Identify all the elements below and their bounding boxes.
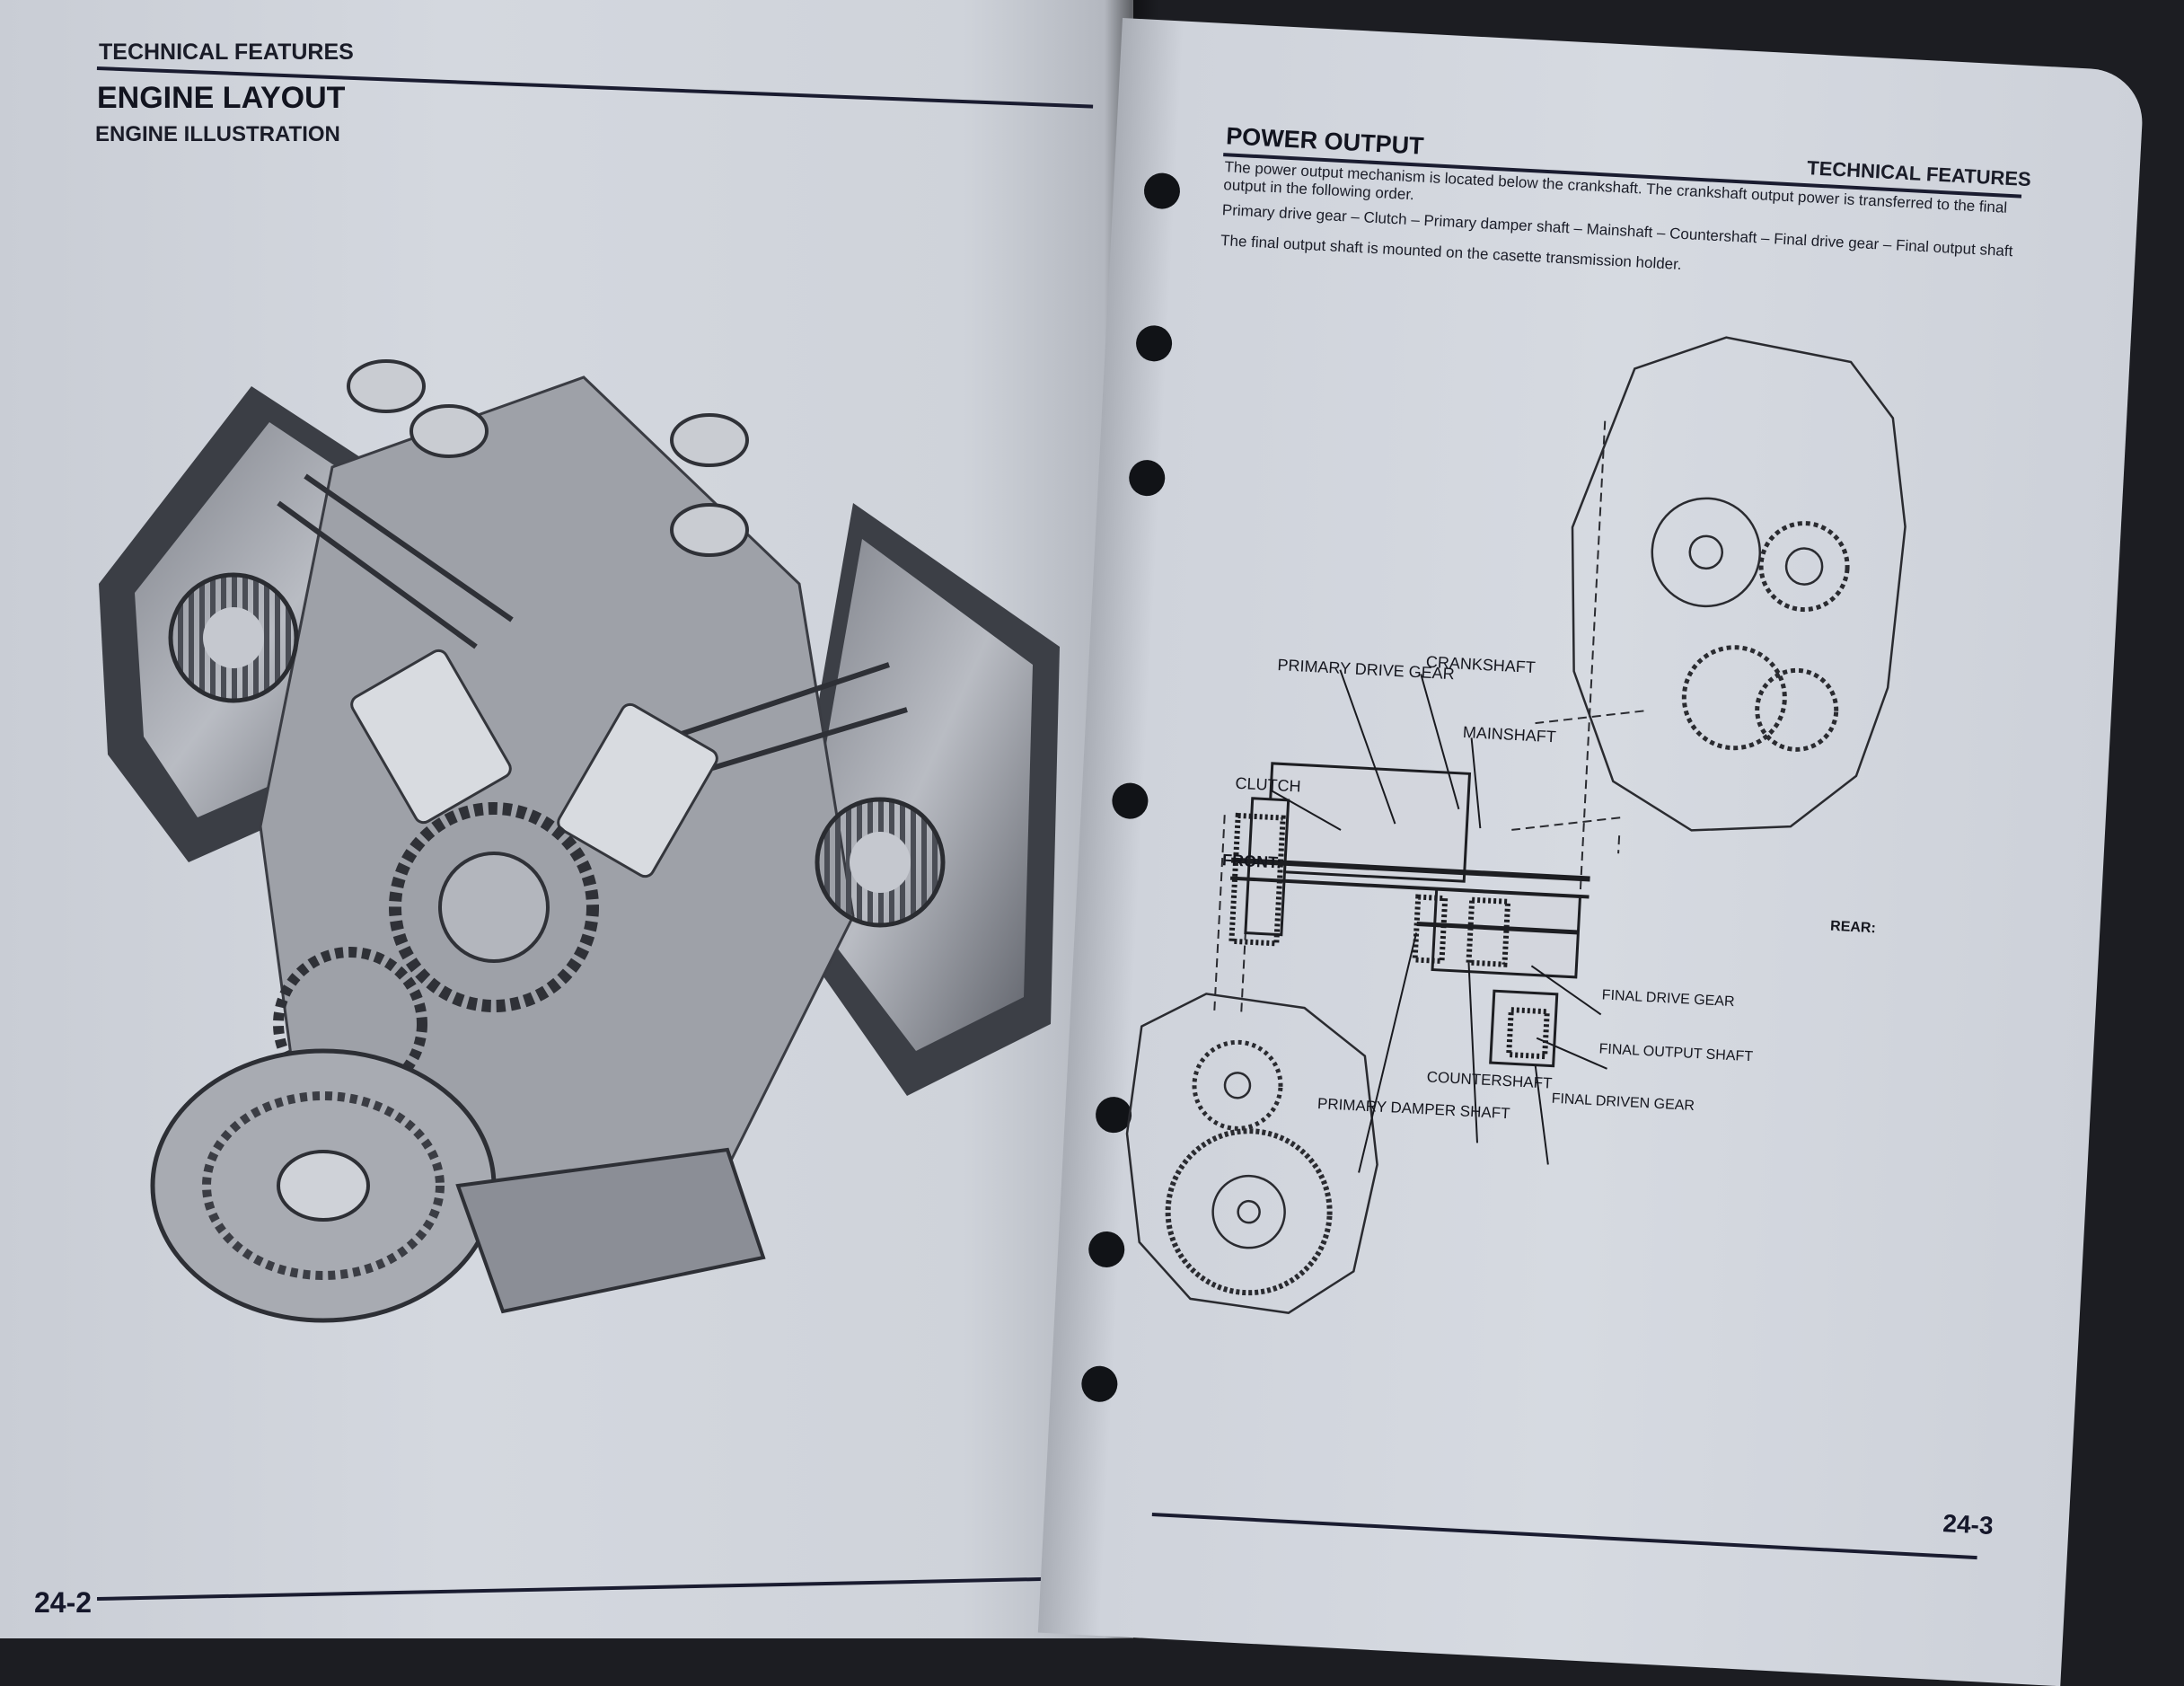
label-clutch: CLUTCH (1235, 773, 1302, 796)
left-page: TECHNICAL FEATURES ENGINE LAYOUT ENGINE … (0, 0, 1133, 1638)
left-section-header: TECHNICAL FEATURES (99, 40, 354, 65)
left-page-number: 24-2 (34, 1586, 92, 1619)
right-page: POWER OUTPUT TECHNICAL FEATURES The powe… (1037, 18, 2145, 1686)
right-footer-rule (1151, 1513, 1977, 1560)
left-page-title: ENGINE LAYOUT (97, 81, 346, 115)
left-footer-rule (97, 1576, 1076, 1601)
right-page-number: 24-3 (1942, 1509, 1995, 1540)
left-page-subtitle: ENGINE ILLUSTRATION (95, 122, 340, 146)
engine-illustration (99, 359, 1060, 1323)
label-rear: REAR: (1829, 918, 1877, 937)
power-output-diagram (1125, 336, 1907, 1314)
label-front: FRONT: (1221, 851, 1282, 872)
binder-hole (1080, 1364, 1119, 1403)
